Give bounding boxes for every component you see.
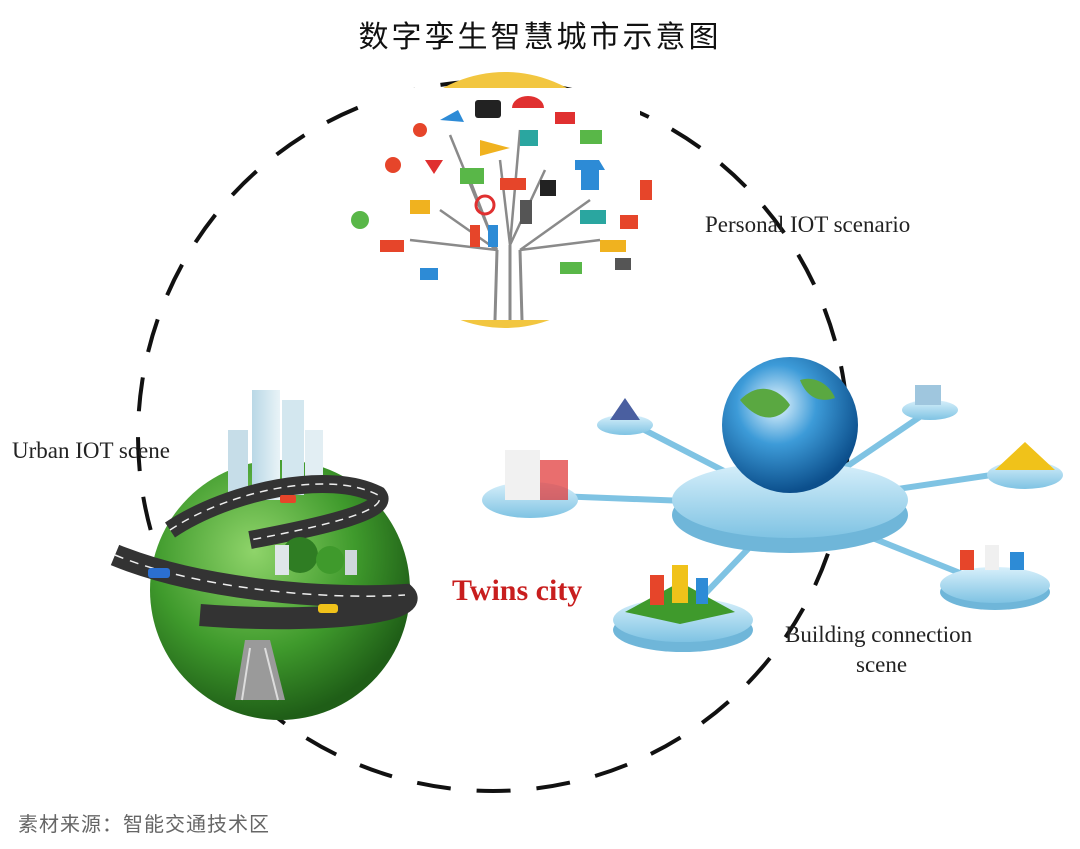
- label-urban-iot: Urban IOT scene: [12, 438, 170, 463]
- label-building-connection: Building connection: [785, 622, 973, 647]
- center-label-twins-city: Twins city: [452, 574, 583, 607]
- source-credit: 素材来源：智能交通技术区: [18, 812, 270, 836]
- diagram-title: 数字孪生智慧城市示意图: [358, 20, 722, 55]
- label-personal-iot: Personal IOT scenario: [705, 212, 911, 237]
- label-building-scene: scene: [856, 652, 908, 677]
- personal-iot-tree-image: [351, 72, 652, 328]
- building-connection-hub-image: [482, 357, 1063, 652]
- urban-iot-globe-image: [110, 390, 418, 720]
